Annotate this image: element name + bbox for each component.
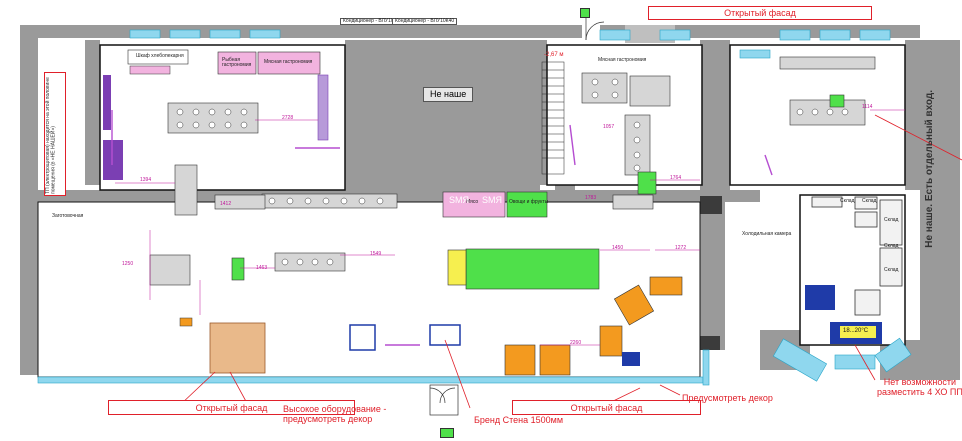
meat-gastro-label-2: Мясная гастрономия [598, 57, 647, 63]
green-small-2 [829, 94, 845, 108]
dim-2260: 2260 [570, 340, 582, 346]
brand-wall-note: Бренд Стена 1500мм [474, 415, 564, 425]
dim-1114: 1114 [862, 104, 873, 110]
smya-block [442, 191, 506, 218]
yellow-temp [840, 326, 876, 338]
blue-unit-5 [622, 352, 640, 366]
room-temp-label: 18...20°С [843, 328, 869, 334]
dim-1272: 1272 [675, 245, 687, 251]
glass-facade [37, 29, 912, 386]
purple-unit-3 [317, 74, 329, 141]
dim-1463: 1463 [256, 265, 268, 271]
orange-unit-2 [649, 276, 683, 296]
warehouse-label-4: Склад [884, 243, 899, 249]
dimension-lines [115, 109, 905, 346]
cold-label: Холодильная камера [742, 231, 792, 237]
purple-unit-2 [103, 75, 111, 130]
orange-unit-1 [613, 284, 655, 326]
equipment-circles [176, 78, 849, 266]
fish-gastro-label: Рыбная гастрономия [222, 57, 252, 69]
dim-1412: 1412 [220, 201, 232, 207]
orange-stair-unit [209, 322, 266, 374]
no-cold-note: Нет возможности разместить 4 ХО ПП [877, 377, 962, 397]
center-room [546, 44, 703, 186]
not-ours-center-label: Не наше [423, 87, 474, 103]
meat-gastro-label: Мясная гастрономия [264, 59, 313, 65]
orange-unit-4 [539, 344, 571, 376]
dim-1549: 1549 [370, 251, 382, 257]
dim-1250: 1250 [122, 261, 134, 267]
accent-lines [111, 110, 773, 346]
warehouse-label-1: Склад [840, 198, 855, 204]
conditioner-label-2: Кондиционер - ВЛУ10К40 [392, 18, 458, 26]
door-marker-top [580, 8, 590, 18]
warehouse-label-3: Склад [884, 217, 899, 223]
purple-unit-1 [103, 140, 123, 180]
dim-1450: 1450 [612, 245, 624, 251]
dim-1394: 1394 [140, 177, 152, 183]
open-facade-bottom-label: Открытый фасад [512, 400, 701, 415]
dim-1057: 1057 [603, 124, 615, 130]
open-facade-left-label: Открытый фасад [108, 400, 355, 415]
smya-brand-label-2: SМЯ [482, 195, 502, 205]
leader-lines [179, 114, 962, 409]
counters [127, 49, 876, 286]
dim-1783: 1783 [585, 195, 597, 201]
decor-note: Предусмотреть декор [682, 393, 773, 403]
storage-shelves [811, 196, 903, 316]
green-small [231, 257, 245, 281]
open-facade-top-label: Открытый фасад [648, 6, 872, 20]
zaks-label: Заготовочная [52, 213, 84, 219]
bread-cabinet-label: Шкаф хлебопекарня [136, 53, 184, 59]
warehouse-label-2: Склад [862, 198, 877, 204]
high-equipment-note: Высокое оборудование - предусмотреть дек… [283, 404, 387, 424]
orange-unit-6 [179, 317, 193, 327]
yellow-unit [447, 249, 467, 286]
vegetables-block [506, 191, 548, 218]
green-small-3 [637, 171, 657, 195]
dimension-neg-label: -2,67 м [544, 52, 564, 58]
blue-unit-2 [429, 324, 461, 346]
mega-fruits [465, 248, 600, 290]
orange-unit-3 [599, 325, 623, 357]
dim-1764: 1764 [670, 175, 682, 181]
fish-gastro-block [217, 51, 257, 75]
not-ours-right-label: Не наше. Есть отдельный вход. [924, 90, 935, 248]
blue-unit-3 [805, 285, 835, 310]
stairs [541, 61, 565, 175]
dim-2728: 2728 [282, 115, 294, 121]
ttp-note: ТП (электрощитовая) находится на этой по… [44, 72, 66, 196]
vegetables-label: Овощи и фрукты [509, 199, 549, 205]
entrance-marker [440, 428, 454, 438]
smya-brand-label: SМЯ [449, 195, 469, 205]
blue-unit-1 [349, 324, 376, 351]
warehouse-label-5: Склад [884, 267, 899, 273]
meat-gastro-block [257, 51, 321, 75]
smya-meat-label: Мясо [466, 199, 479, 205]
orange-unit-5 [504, 344, 536, 376]
bread-cabinet [129, 65, 171, 75]
